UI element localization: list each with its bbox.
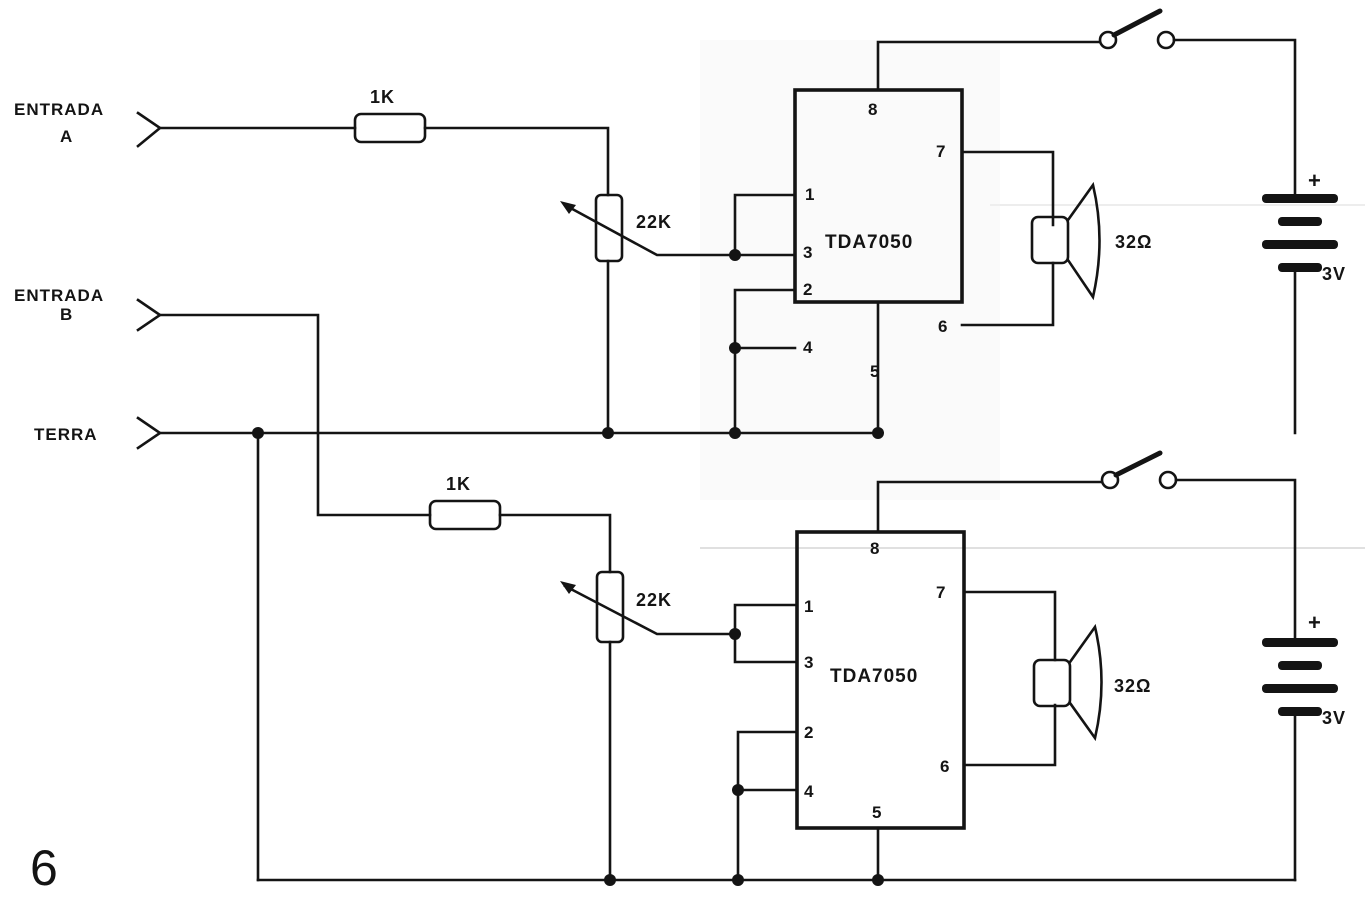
ic-a-pin-6: 6 <box>938 317 947 336</box>
channel-a: 1K 22K TDA7050 1 2 3 4 5 6 7 8 <box>353 8 1346 439</box>
ic-tda7050-a-label: TDA7050 <box>825 232 913 253</box>
switch-b-contact-right <box>1158 470 1178 490</box>
battery-a-icon <box>1262 194 1338 272</box>
battery-b-plus: + <box>1308 610 1321 635</box>
input-a-label-line1: ENTRADA <box>14 100 104 119</box>
potentiometer-22k-a-label: 22K <box>636 212 672 232</box>
ic-b-pin-5: 5 <box>872 803 881 822</box>
resistor-1k-b <box>428 499 502 531</box>
ic-a-pin-4: 4 <box>803 338 813 357</box>
ic-a-pin-1: 1 <box>805 185 814 204</box>
battery-a-voltage: 3V <box>1322 264 1346 284</box>
ic-b-pin-4: 4 <box>804 782 814 801</box>
resistor-1k-a-label: 1K <box>370 87 395 107</box>
ground-junction-dot <box>252 427 264 439</box>
input-a-terminal: ENTRADA A <box>14 100 357 148</box>
ground-terminal: TERRA <box>34 416 1297 882</box>
ic-b-pin-1: 1 <box>804 597 813 616</box>
battery-b-icon <box>1262 638 1338 716</box>
switch-a-lever <box>1111 8 1163 38</box>
input-b-label-line1: ENTRADA <box>14 286 104 305</box>
input-b-terminal: ENTRADA B <box>14 286 432 517</box>
potentiometer-22k-b-label: 22K <box>636 590 672 610</box>
ic-b-pin-8: 8 <box>870 539 879 558</box>
bleed-through-texture <box>700 40 1365 549</box>
ic-b-pin-6: 6 <box>940 757 949 776</box>
ic-a-pin-5: 5 <box>870 362 879 381</box>
figure-number: 6 <box>30 840 58 896</box>
battery-b-voltage: 3V <box>1322 708 1346 728</box>
ic-b-pin-7: 7 <box>936 583 945 602</box>
speaker-b-icon <box>1032 658 1072 708</box>
speaker-a-icon <box>1030 215 1070 265</box>
input-b-label-line2: B <box>60 305 73 324</box>
ic-tda7050-b-label: TDA7050 <box>830 666 918 687</box>
ground-label: TERRA <box>34 425 98 444</box>
ic-a-pin-2: 2 <box>803 280 812 299</box>
speaker-b-cone-icon <box>1068 623 1103 742</box>
ic-a-pin-8: 8 <box>868 100 877 119</box>
ic-b-pin-3: 3 <box>804 653 813 672</box>
input-a-label-line2: A <box>60 127 73 146</box>
speaker-a-cone-icon <box>1066 181 1101 301</box>
switch-b-lever <box>1113 450 1163 478</box>
resistor-1k-a <box>353 112 427 144</box>
switch-a-contact-left <box>1098 30 1118 50</box>
switch-a-contact-right <box>1156 30 1176 50</box>
ic-tda7050-b <box>795 530 966 830</box>
ic-a-pin-7: 7 <box>936 142 945 161</box>
potentiometer-22k-b <box>595 570 625 644</box>
switch-b-contact-left <box>1100 470 1120 490</box>
battery-a-plus: + <box>1308 168 1321 193</box>
speaker-b-label: 32Ω <box>1114 676 1151 696</box>
channel-b: 1K 22K TDA7050 1 2 3 4 5 6 7 8 <box>428 450 1346 886</box>
resistor-1k-b-label: 1K <box>446 474 471 494</box>
ic-a-pin-3: 3 <box>803 243 812 262</box>
speaker-a-label: 32Ω <box>1115 232 1152 252</box>
ic-b-pin-2: 2 <box>804 723 813 742</box>
